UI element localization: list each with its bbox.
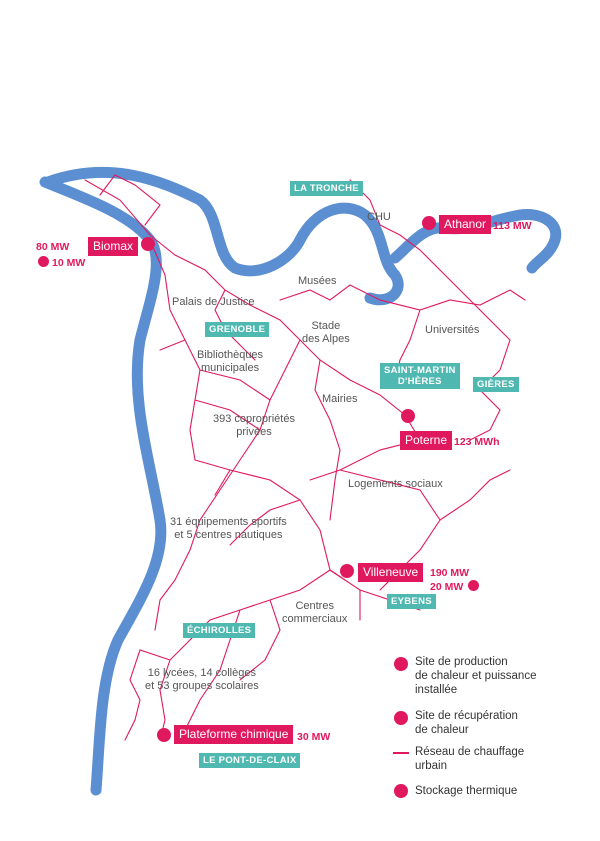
muni-la-tronche: LA TRONCHE: [290, 181, 363, 196]
muni-gieres: GIÈRES: [473, 377, 519, 392]
muni-grenoble: GRENOBLE: [205, 322, 270, 337]
flame-icon: [422, 216, 436, 230]
flame-icon: [340, 564, 354, 578]
storage-icon: [38, 256, 49, 267]
lyc-line1: 16 lycées, 14 collèges: [147, 667, 256, 679]
athanor-power: 113 MW: [493, 220, 532, 232]
biomax-storage: 10 MW: [52, 257, 86, 269]
bib-line2: municipales: [200, 362, 260, 374]
place-chu: CHU: [367, 211, 391, 223]
leg-prod-3: installée: [415, 684, 458, 696]
recovery-icon: [394, 711, 408, 725]
cc-line2: commerciaux: [282, 613, 348, 625]
legend-recuperation: Site de récupération de chaleur: [415, 709, 518, 737]
leg-res-2: urbain: [415, 760, 447, 772]
river-drac: [39, 176, 167, 796]
copro-line1: 393 copropriétés: [213, 413, 295, 425]
muni-echirolles: ÉCHIROLLES: [183, 623, 256, 638]
villeneuve-power: 190 MW: [430, 567, 470, 579]
plateforme-power: 30 MW: [297, 731, 331, 743]
lyc-line2: et 53 groupes scolaires: [145, 680, 259, 692]
legend-stockage: Stockage thermique: [415, 785, 518, 797]
muni-le-pont-de-claix: LE PONT-DE-CLAIX: [199, 753, 301, 768]
site-plateforme-chimique: Plateforme chimique: [174, 725, 294, 744]
site-athanor: Athanor: [439, 215, 492, 234]
smh-line2: D'HÈRES: [397, 376, 442, 387]
stade-line1: Stade: [311, 320, 341, 332]
leg-res-1: Réseau de chauffage: [415, 746, 525, 758]
place-palais-de-justice: Palais de Justice: [172, 296, 255, 308]
network-line-icon: [393, 752, 409, 754]
copro-line2: privées: [236, 426, 272, 438]
leg-rec-2: de chaleur: [415, 724, 469, 736]
place-universites: Universités: [425, 324, 480, 336]
recovery-icon: [157, 728, 171, 742]
biomax-power: 80 MW: [36, 241, 70, 253]
legend-reseau: Réseau de chauffage urbain: [415, 745, 524, 773]
flame-icon: [401, 409, 415, 423]
villeneuve-storage: 20 MW: [430, 581, 464, 593]
cc-line1: Centres: [295, 600, 334, 612]
leg-rec-1: Site de récupération: [415, 710, 518, 722]
storage-icon: [468, 580, 479, 591]
site-villeneuve: Villeneuve: [358, 563, 424, 582]
site-biomax: Biomax: [88, 237, 139, 256]
flame-icon: [141, 237, 155, 251]
place-musees: Musées: [298, 275, 337, 287]
equip-line1: 31 équipements sportifs: [170, 516, 287, 528]
river-isere: [42, 166, 562, 306]
leg-prod-1: Site de production: [415, 656, 508, 668]
stade-line2: des Alpes: [302, 333, 350, 345]
place-mairies: Mairies: [322, 393, 358, 405]
muni-eybens: EYBENS: [387, 594, 436, 609]
smh-line1: SAINT-MARTIN: [384, 365, 456, 376]
bib-line1: Bibliothèques: [197, 349, 264, 361]
legend-production: Site de production de chaleur et puissanc…: [415, 655, 536, 697]
storage-icon: [394, 784, 408, 798]
flame-icon: [394, 657, 408, 671]
poterne-power: 123 MWh: [454, 436, 500, 448]
place-logements-sociaux: Logements sociaux: [348, 478, 443, 490]
leg-prod-2: de chaleur et puissance: [415, 670, 537, 682]
equip-line2: et 5 centres nautiques: [174, 529, 283, 541]
site-poterne: Poterne: [400, 431, 453, 450]
